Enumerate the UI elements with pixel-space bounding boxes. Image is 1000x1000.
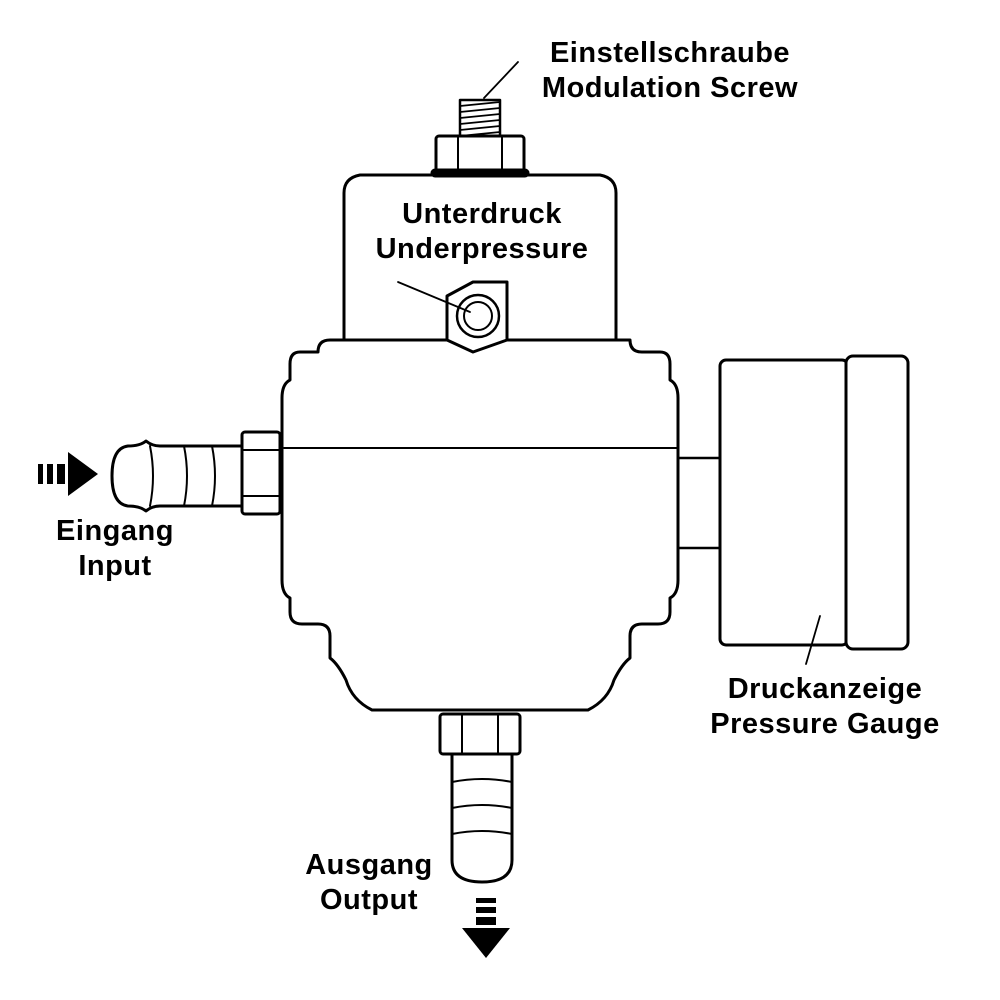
gauge-bezel bbox=[844, 354, 910, 651]
screw-thread bbox=[458, 98, 502, 140]
regulator-housing bbox=[280, 338, 680, 712]
label-pressure-gauge-de: Druckanzeige bbox=[727, 673, 923, 705]
modulation-screw bbox=[430, 98, 530, 178]
label-underpressure: Unterdruck Underpressure bbox=[352, 197, 612, 267]
leader-modulation-screw bbox=[483, 61, 519, 99]
gauge-body bbox=[718, 358, 850, 647]
label-output: Ausgang Output bbox=[284, 848, 454, 918]
dashed-arrow-down-icon bbox=[462, 898, 510, 958]
label-pressure-gauge-en: Pressure Gauge bbox=[710, 708, 940, 740]
screw-nut bbox=[434, 134, 526, 174]
label-pressure-gauge: Druckanzeige Pressure Gauge bbox=[690, 672, 960, 742]
regulator-upper-cap bbox=[342, 173, 618, 342]
input-nut bbox=[240, 430, 282, 516]
label-input: Eingang Input bbox=[40, 514, 190, 584]
port-inner-ring bbox=[463, 301, 493, 331]
leader-pressure-gauge bbox=[805, 615, 821, 665]
label-output-en: Output bbox=[319, 884, 418, 916]
input-barb-ridges bbox=[149, 445, 216, 507]
leader-underpressure bbox=[397, 281, 471, 313]
label-modulation-screw: Einstellschraube Modulation Screw bbox=[520, 36, 820, 106]
output-hose-barb bbox=[450, 752, 514, 884]
label-modulation-screw-en: Modulation Screw bbox=[541, 72, 799, 104]
input-hose-barb bbox=[110, 439, 244, 513]
label-input-en: Input bbox=[78, 550, 152, 582]
screw-seal-ring bbox=[430, 168, 530, 178]
output-barb-ridges bbox=[451, 778, 513, 835]
label-modulation-screw-de: Einstellschraube bbox=[549, 37, 791, 69]
label-underpressure-de: Unterdruck bbox=[402, 198, 562, 230]
label-underpressure-en: Underpressure bbox=[375, 233, 589, 265]
screw-thread-lines bbox=[459, 101, 501, 137]
label-output-de: Ausgang bbox=[305, 849, 433, 881]
output-nut bbox=[438, 712, 522, 756]
output-fitting bbox=[438, 712, 522, 884]
pressure-gauge bbox=[676, 354, 910, 651]
label-input-de: Eingang bbox=[56, 515, 174, 547]
dashed-arrow-right-icon bbox=[38, 452, 98, 496]
input-fitting bbox=[110, 430, 282, 516]
underpressure-port bbox=[445, 280, 509, 354]
